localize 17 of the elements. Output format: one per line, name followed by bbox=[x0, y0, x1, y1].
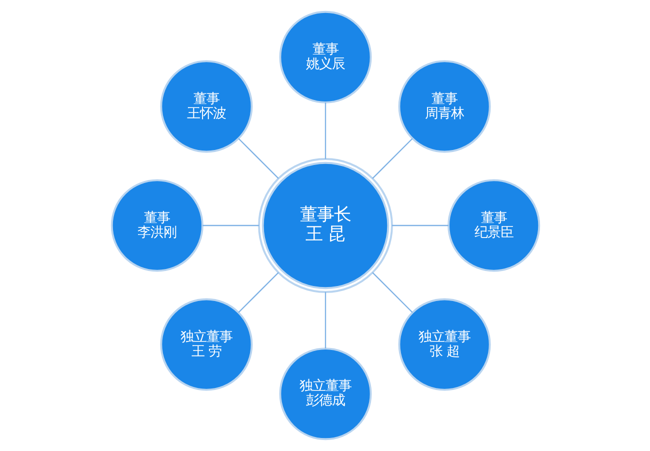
connector bbox=[372, 138, 412, 179]
node-circle: 董事 王怀波 bbox=[160, 60, 252, 153]
connector bbox=[202, 224, 258, 226]
connector bbox=[372, 272, 412, 313]
node-circle: 董事 周青林 bbox=[398, 60, 490, 153]
node-circle: 独立董事 王 劳 bbox=[160, 298, 252, 391]
connector bbox=[324, 292, 326, 348]
connector bbox=[324, 102, 326, 159]
node-circle: 董事长 王 昆 bbox=[258, 158, 392, 293]
node-circle: 董事 李洪刚 bbox=[110, 179, 203, 272]
node-circle: 独立董事 彭德成 bbox=[278, 348, 372, 440]
connector bbox=[238, 138, 278, 179]
node-circle: 董事 姚义辰 bbox=[278, 10, 372, 104]
connector bbox=[238, 272, 278, 313]
node-circle: 董事 纪景臣 bbox=[447, 179, 540, 272]
node-circle: 独立董事 张 超 bbox=[398, 298, 490, 391]
connector bbox=[392, 224, 448, 226]
